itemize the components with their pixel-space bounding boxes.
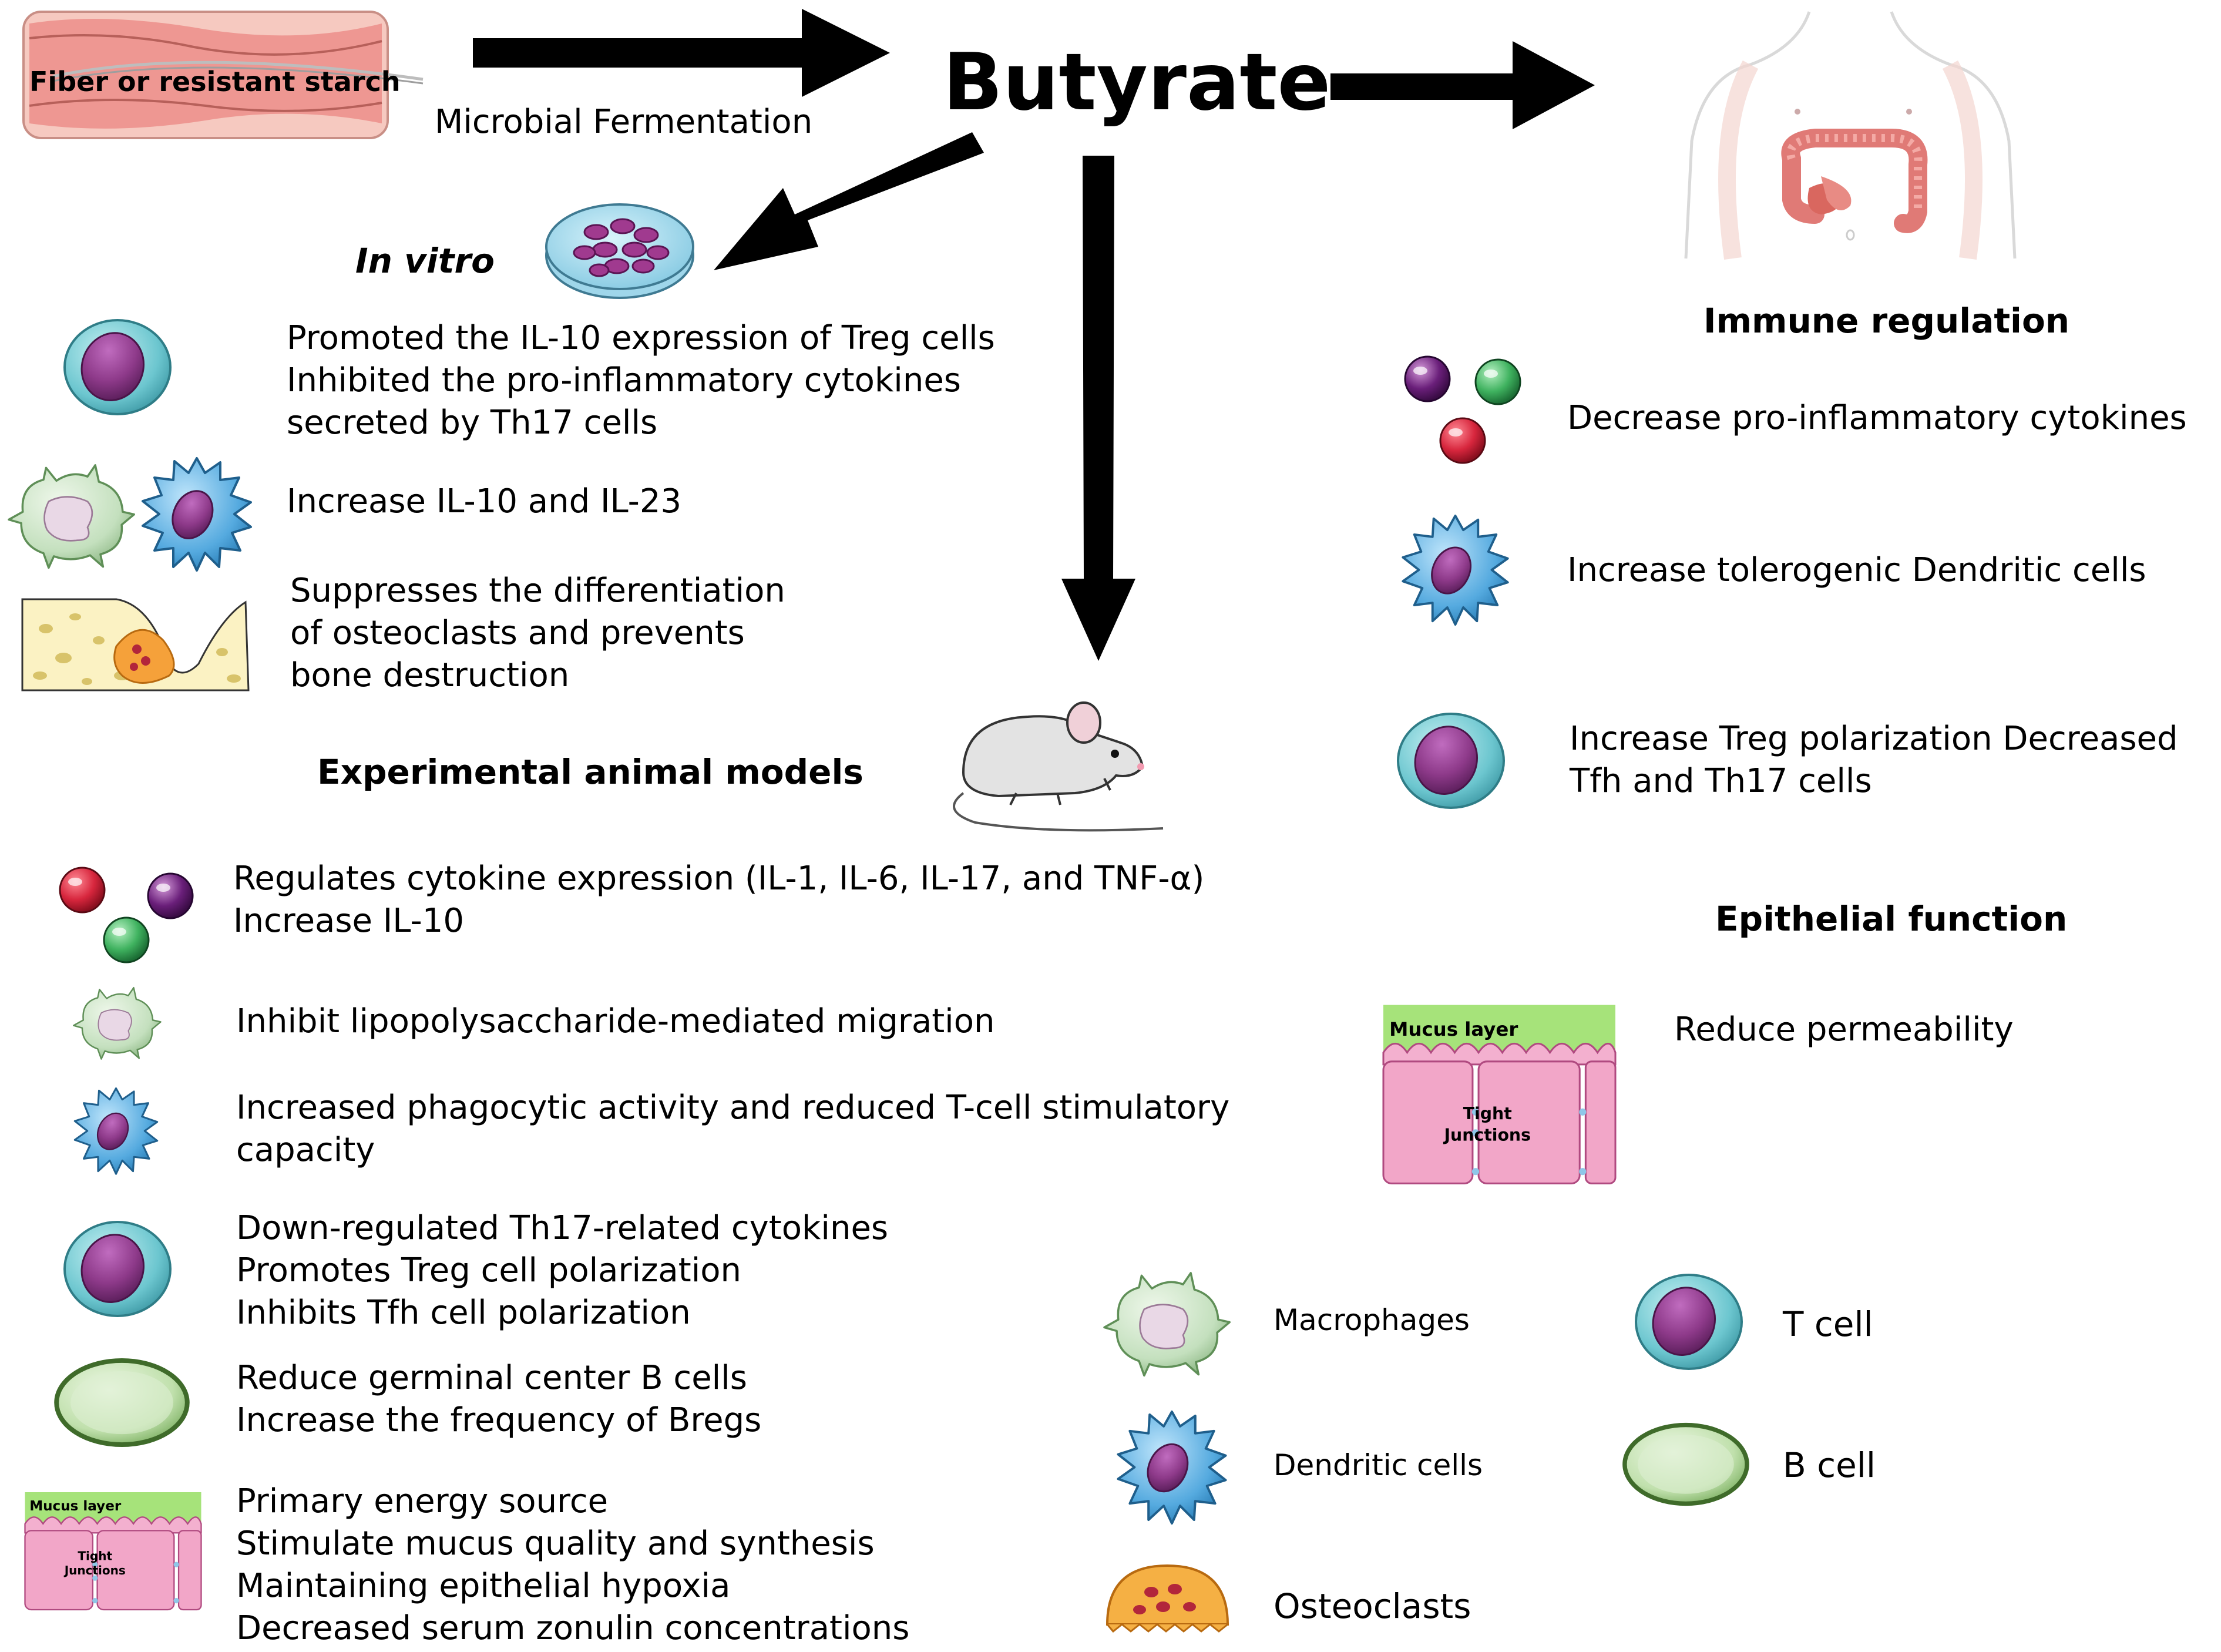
- epithelial-item-1-text: Reduce permeability: [1674, 1010, 2014, 1049]
- tight-junctions-label-2: Junctions: [1443, 1126, 1531, 1145]
- bone-osteoclast-icon: [21, 598, 250, 691]
- dendritic-cell-icon: [142, 457, 252, 572]
- fiber-intestine-icon: [22, 11, 424, 139]
- arrow-to-animal-models: [1061, 156, 1135, 661]
- tight-junctions-label-1: Tight: [78, 1549, 112, 1563]
- arrow-to-body: [1330, 41, 1595, 129]
- animal-item-2-text: Inhibit lipopolysaccharide-mediated migr…: [236, 1002, 995, 1040]
- animal-item-4-text: Down-regulated Th17-related cytokines Pr…: [236, 1209, 889, 1332]
- t-cell-icon: [1397, 713, 1505, 809]
- cytokine-spheres-icon: [59, 867, 194, 963]
- legend-t-cell-icon: [1635, 1274, 1743, 1370]
- in-vitro-item-2-text: Increase IL-10 and IL-23: [287, 482, 682, 521]
- legend-dendritic-label: Dendritic cells: [1274, 1448, 1483, 1482]
- immune-regulation-label: Immune regulation: [1703, 301, 2070, 341]
- mucus-layer-label: Mucus layer: [1389, 1018, 1518, 1040]
- animal-item-3-text: Increased phagocytic activity and reduce…: [236, 1089, 1230, 1169]
- t-cell-icon: [63, 319, 172, 415]
- epithelial-function-label: Epithelial function: [1715, 899, 2068, 939]
- in-vitro-item-3-text: Suppresses the differentiation of osteoc…: [290, 572, 785, 694]
- epithelium-icon: Mucus layer Tight Junctions: [1382, 1005, 1617, 1184]
- tight-junctions-label-2: Junctions: [63, 1563, 126, 1577]
- legend-macrophage-icon: [1103, 1272, 1231, 1377]
- mouse-icon: [953, 701, 1164, 832]
- macrophage-icon: [8, 464, 135, 569]
- fiber-label: Fiber or resistant starch: [29, 66, 401, 98]
- dendritic-cell-icon: [73, 1087, 159, 1175]
- animal-item-1-text: Regulates cytokine expression (IL-1, IL-…: [233, 859, 1205, 940]
- arrow-fermentation: [473, 9, 890, 97]
- cytokine-spheres-icon: [1404, 355, 1521, 464]
- fermentation-label: Microbial Fermentation: [435, 103, 813, 141]
- in-vitro-item-1-text: Promoted the IL-10 expression of Treg ce…: [287, 319, 995, 442]
- legend-osteoclasts-label: Osteoclasts: [1274, 1586, 1471, 1626]
- in-vitro-label: In vitro: [355, 241, 495, 281]
- page-title: Butyrate: [943, 36, 1331, 128]
- tight-junctions-label-1: Tight: [1463, 1104, 1512, 1123]
- legend-macrophages-label: Macrophages: [1274, 1303, 1470, 1337]
- animal-item-5-text: Reduce germinal center B cells Increase …: [236, 1359, 762, 1439]
- legend-t-cell-label: T cell: [1783, 1304, 1873, 1344]
- t-cell-icon: [63, 1221, 172, 1317]
- b-cell-icon: [53, 1357, 191, 1448]
- dendritic-cell-icon: [1402, 514, 1509, 626]
- macrophage-icon: [73, 986, 162, 1060]
- immune-item-2-text: Increase tolerogenic Dendritic cells: [1567, 551, 2146, 589]
- legend-b-cell-icon: [1621, 1422, 1750, 1507]
- legend-osteoclast-icon: [1106, 1564, 1229, 1633]
- petri-dish-icon: [545, 203, 694, 299]
- immune-item-1-text: Decrease pro-inflammatory cytokines: [1567, 399, 2187, 437]
- legend-b-cell-label: B cell: [1783, 1445, 1876, 1485]
- animal-models-label: Experimental animal models: [317, 752, 863, 792]
- animal-item-6-text: Primary energy source Stimulate mucus qu…: [236, 1482, 910, 1647]
- legend-dendritic-cell-icon: [1117, 1410, 1227, 1525]
- immune-item-3-text: Increase Treg polarization Decreased Tfh…: [1570, 720, 2178, 800]
- epithelium-icon: Mucus layer Tight Junctions: [24, 1492, 202, 1611]
- arrow-to-in-vitro: [714, 132, 984, 270]
- human-body-intestine-icon: [1684, 11, 2017, 260]
- mucus-layer-label: Mucus layer: [29, 1499, 122, 1514]
